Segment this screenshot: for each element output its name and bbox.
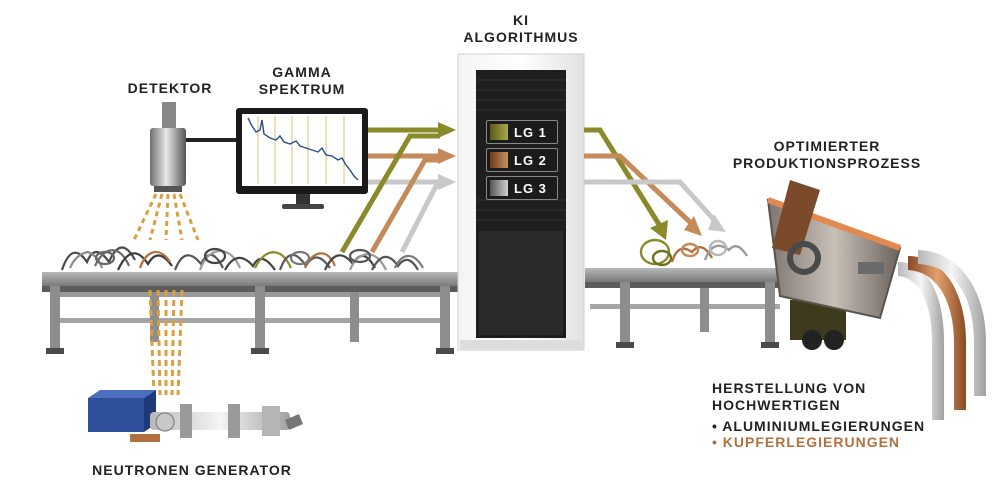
alloy-label: LG 2 xyxy=(514,152,547,168)
product-label: KUPFERLEGIERUNGEN xyxy=(722,434,901,450)
alloy-swatch xyxy=(490,180,508,196)
ladle-icon xyxy=(766,180,902,350)
alloy-badge-lg2: LG 2 xyxy=(486,148,558,172)
product-item-copper: • KUPFERLEGIERUNGEN xyxy=(712,434,925,450)
production-label-line2: HOCHWERTIGEN xyxy=(712,397,841,413)
alloy-label: LG 1 xyxy=(514,124,547,140)
ki-server-rack xyxy=(457,53,585,351)
ki-label-line2: ALGORITHMUS xyxy=(463,29,579,45)
gamma-spectrum-label-line2: SPEKTRUM xyxy=(258,81,346,97)
sorted-scrap xyxy=(639,238,749,267)
bullet-icon: • xyxy=(712,418,718,434)
metal-strips xyxy=(898,250,986,420)
ki-algorithm-label: KI ALGORITHMUS xyxy=(436,12,606,46)
product-list: • ALUMINIUMLEGIERUNGEN • KUPFERLEGIERUNG… xyxy=(712,418,925,450)
arrows-to-ki xyxy=(339,127,440,254)
neutron-beams xyxy=(148,289,184,396)
optimized-label-line1: OPTIMIERTER xyxy=(773,138,881,154)
gamma-spectrum-label-line1: GAMMA xyxy=(272,64,332,80)
alloy-group-list: LG 1 LG 2 LG 3 xyxy=(486,120,558,200)
alloy-badge-lg3: LG 3 xyxy=(486,176,558,200)
alloy-swatch xyxy=(490,124,508,140)
detector-icon xyxy=(150,102,236,192)
conveyor-right xyxy=(585,268,785,348)
alloy-label: LG 3 xyxy=(514,180,547,196)
alloy-swatch xyxy=(490,152,508,168)
production-label: HERSTELLUNG VON HOCHWERTIGEN xyxy=(712,380,866,414)
optimized-label-line2: PRODUKTIONSPROZESS xyxy=(732,155,922,171)
neutron-generator-icon xyxy=(88,390,303,442)
scrap-metal-pile xyxy=(60,246,424,271)
product-item-aluminium: • ALUMINIUMLEGIERUNGEN xyxy=(712,418,925,434)
conveyor-left xyxy=(42,272,462,354)
ki-label-line1: KI xyxy=(513,12,529,28)
arrows-from-ki xyxy=(584,127,718,228)
alloy-badge-lg1: LG 1 xyxy=(486,120,558,144)
gamma-spectrum-monitor xyxy=(236,108,368,209)
neutron-generator-label: NEUTRONEN GENERATOR xyxy=(92,462,292,478)
detector-beams xyxy=(132,193,200,241)
arrowheads-to-ki xyxy=(438,122,456,190)
production-label-line1: HERSTELLUNG VON xyxy=(712,380,867,396)
detector-label: DETEKTOR xyxy=(127,80,213,96)
bullet-icon: • xyxy=(712,434,718,450)
gamma-spectrum-label: GAMMA SPEKTRUM xyxy=(240,64,364,98)
spectrum-line xyxy=(247,117,359,181)
product-label: ALUMINIUMLEGIERUNGEN xyxy=(722,418,926,434)
arrowheads-from-ki xyxy=(650,214,726,240)
optimized-process-label: OPTIMIERTER PRODUKTIONSPROZESS xyxy=(722,138,932,172)
